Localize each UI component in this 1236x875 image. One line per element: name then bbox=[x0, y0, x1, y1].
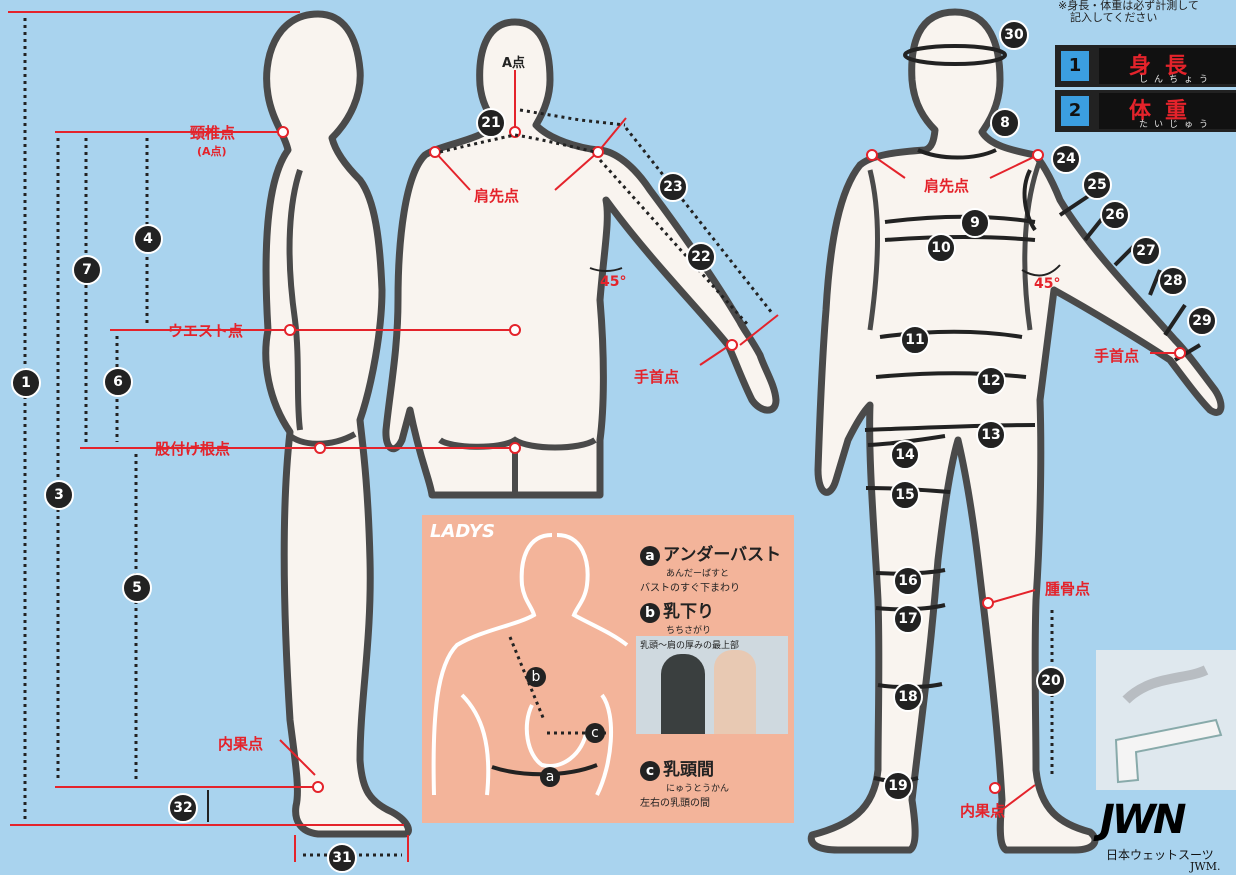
front-number-25: 25 bbox=[1082, 170, 1112, 200]
company-url: JWM. bbox=[1190, 860, 1220, 873]
ladys-diagram-letter-c: c bbox=[585, 723, 605, 743]
ladys-item-b-reading: ちちさがり bbox=[640, 623, 714, 636]
side-number-1: 1 bbox=[11, 368, 41, 398]
front-number-19: 19 bbox=[883, 771, 913, 801]
measuring-tool-sketch bbox=[1096, 650, 1236, 790]
ladys-item-c-reading: にゅうとうかん bbox=[640, 781, 729, 794]
measure-note-line2: 記入してください bbox=[1058, 12, 1199, 24]
back-wrist-point-label: 手首点 bbox=[634, 366, 679, 387]
height-box-label-area: 身長 しんちょう bbox=[1099, 48, 1236, 84]
weight-box-number: 2 bbox=[1061, 96, 1089, 126]
height-box: 1 身長 しんちょう bbox=[1055, 45, 1236, 87]
side-number-6: 6 bbox=[103, 367, 133, 397]
height-box-number: 1 bbox=[1061, 51, 1089, 81]
ladys-item-c-letter: c bbox=[640, 761, 660, 781]
ladys-item-a-letter: a bbox=[640, 546, 660, 566]
weight-box-reading: たいじゅう bbox=[1139, 117, 1214, 130]
front-number-9: 9 bbox=[960, 208, 990, 238]
front-number-20: 20 bbox=[1036, 666, 1066, 696]
front-number-8: 8 bbox=[990, 108, 1020, 138]
front-number-11: 11 bbox=[900, 325, 930, 355]
ladys-diagram-letter-a: a bbox=[540, 767, 560, 787]
weight-box-label-area: 体重 たいじゅう bbox=[1099, 93, 1236, 129]
side-number-32: 32 bbox=[168, 793, 198, 823]
side-number-5: 5 bbox=[122, 573, 152, 603]
front-number-18: 18 bbox=[893, 682, 923, 712]
measuring-tool-photo bbox=[1096, 650, 1236, 790]
ladys-torso-sketch bbox=[422, 515, 632, 815]
a-point-label: A点 bbox=[502, 52, 525, 71]
ladys-item-a-reading: あんだーばすと bbox=[640, 566, 781, 579]
side-number-31: 31 bbox=[327, 843, 357, 873]
front-number-26: 26 bbox=[1100, 200, 1130, 230]
side-ankle-point-label: 内果点 bbox=[218, 733, 263, 754]
crotch-point-label: 股付け根点 bbox=[155, 438, 230, 459]
front-angle-label: 45° bbox=[1034, 276, 1060, 292]
weight-box: 2 体重 たいじゅう bbox=[1055, 90, 1236, 132]
front-number-27: 27 bbox=[1131, 236, 1161, 266]
ladys-diagram-letter-b: b bbox=[526, 667, 546, 687]
front-number-24: 24 bbox=[1051, 144, 1081, 174]
front-number-16: 16 bbox=[893, 566, 923, 596]
side-number-3: 3 bbox=[44, 480, 74, 510]
ladys-item-b-title: 乳下り bbox=[663, 602, 714, 622]
ladys-title: LADYS bbox=[430, 521, 495, 542]
side-number-4: 4 bbox=[133, 224, 163, 254]
front-number-12: 12 bbox=[976, 366, 1006, 396]
ladys-item-a-title: アンダーバスト bbox=[663, 545, 781, 565]
jwn-logo: JWN bbox=[1100, 797, 1183, 843]
front-number-15: 15 bbox=[890, 480, 920, 510]
neck-point-label: 頸椎点 bbox=[190, 122, 235, 143]
photo-person-fitter bbox=[661, 654, 705, 734]
ladys-photo-caption: 乳頭〜肩の厚みの最上部 bbox=[640, 638, 739, 651]
ladys-item-c-title: 乳頭間 bbox=[663, 760, 714, 780]
measure-note: ※身長・体重は必ず計測して 記入してください bbox=[1058, 0, 1199, 24]
ladys-photo: 乳頭〜肩の厚みの最上部 bbox=[636, 636, 788, 734]
front-number-28: 28 bbox=[1158, 266, 1188, 296]
front-wrist-point-label: 手首点 bbox=[1094, 345, 1139, 366]
back-number-23: 23 bbox=[658, 172, 688, 202]
front-number-30: 30 bbox=[999, 20, 1029, 50]
back-number-22: 22 bbox=[686, 242, 716, 272]
ladys-item-a-desc: バストのすぐ下まわり bbox=[640, 579, 781, 594]
front-number-14: 14 bbox=[890, 440, 920, 470]
back-angle-label: 45° bbox=[600, 274, 626, 290]
front-ankle-point-label: 内果点 bbox=[960, 800, 1005, 821]
waist-point-label: ウエスト点 bbox=[168, 320, 243, 341]
front-number-29: 29 bbox=[1187, 306, 1217, 336]
neck-point-sub-label: (A点) bbox=[197, 143, 227, 159]
back-number-21: 21 bbox=[476, 108, 506, 138]
back-shoulder-point-label: 肩先点 bbox=[474, 185, 519, 206]
front-number-17: 17 bbox=[893, 604, 923, 634]
front-shoulder-point-label: 肩先点 bbox=[924, 175, 969, 196]
back-view-figure bbox=[386, 22, 776, 495]
photo-person-model bbox=[714, 650, 756, 734]
ladys-item-c-desc: 左右の乳頭の間 bbox=[640, 794, 729, 809]
side-number-7: 7 bbox=[72, 255, 102, 285]
knee-point-label: 腫骨点 bbox=[1045, 578, 1090, 599]
front-number-13: 13 bbox=[976, 420, 1006, 450]
height-box-reading: しんちょう bbox=[1139, 72, 1214, 85]
front-number-10: 10 bbox=[926, 233, 956, 263]
ladys-item-b-letter: b bbox=[640, 603, 660, 623]
